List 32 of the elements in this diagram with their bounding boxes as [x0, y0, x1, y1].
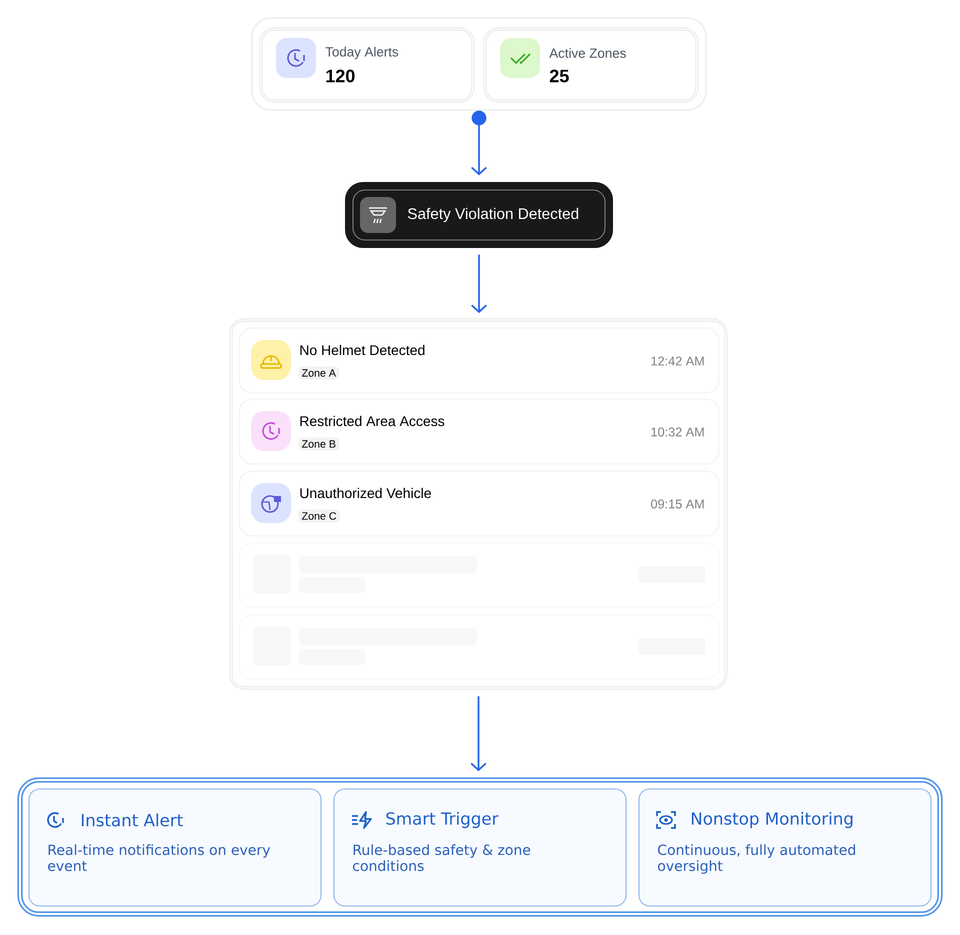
- alert-title: Unauthorized Vehicle: [300, 488, 431, 498]
- feature-title: Nonstop Monitoring: [692, 812, 852, 828]
- alert-row: [238, 398, 720, 464]
- feature-card: [333, 788, 627, 907]
- feature-card: [638, 788, 932, 907]
- feature-description: Continuous, fully automated oversight: [658, 844, 855, 874]
- alert-row: [238, 328, 720, 394]
- stat-card: [484, 28, 698, 102]
- alert-title: No Helmet Detected: [300, 344, 424, 356]
- stat-value: 25: [550, 70, 569, 82]
- feature-description: Real-time notifications on every event: [48, 844, 270, 872]
- feature-description: Rule-based safety & zone conditions: [353, 844, 530, 872]
- alert-row: [238, 470, 720, 536]
- alert-time: 09:15 AM: [651, 500, 704, 508]
- arrow: [470, 696, 486, 772]
- arrow: [471, 110, 487, 176]
- feature-card: [28, 788, 322, 907]
- stat-label: Today Alerts: [326, 46, 398, 60]
- feature-title: Smart Trigger: [386, 812, 498, 828]
- alert-time: 10:32 AM: [651, 428, 704, 436]
- alert-time: 12:42 AM: [651, 356, 704, 366]
- arrow: [471, 254, 487, 314]
- banner-title: Safety Violation Detected: [408, 208, 578, 222]
- zone-tag: Zone B: [298, 438, 340, 450]
- stat-label: Active Zones: [549, 48, 626, 58]
- stat-value: 120: [326, 70, 355, 82]
- feature-title: Instant Alert: [82, 814, 183, 826]
- alert-title: Restricted Area Access: [300, 416, 444, 426]
- zone-tag: Zone A: [298, 366, 340, 380]
- stat-card: [260, 28, 474, 102]
- event-banner: [345, 182, 613, 248]
- zone-tag: Zone C: [298, 510, 340, 522]
